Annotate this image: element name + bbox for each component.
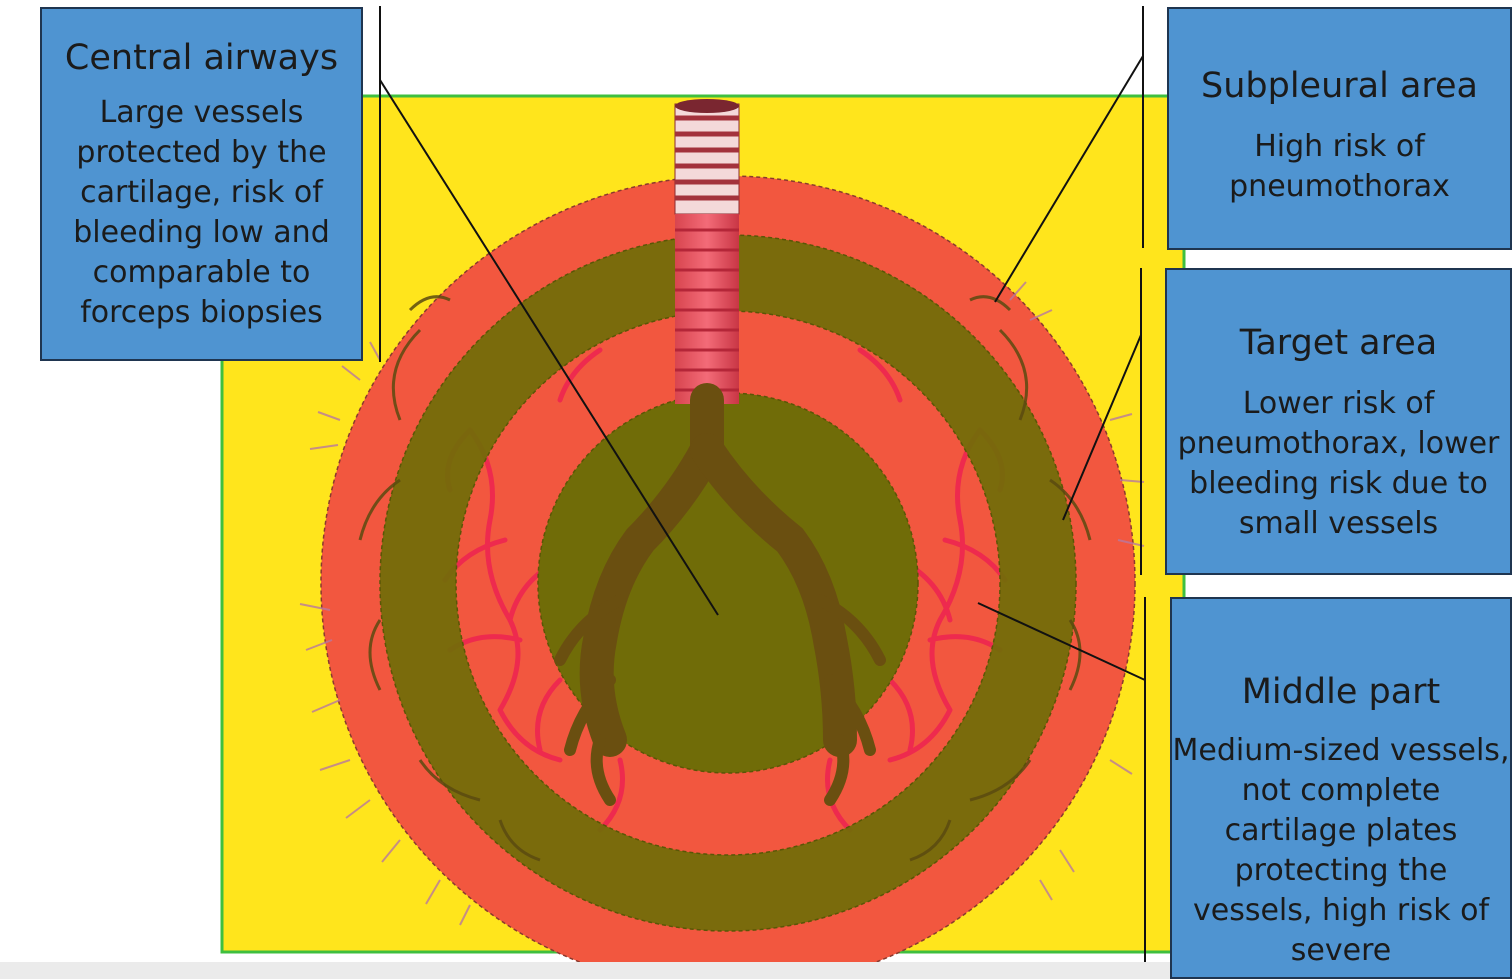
trachea-opening xyxy=(675,99,739,113)
target-area-description: Lower risk of pneumothorax, lower bleedi… xyxy=(1167,384,1510,544)
subpleural-area-label-box: Subpleural area High risk of pneumothora… xyxy=(1167,7,1512,250)
subpleural-area-description: High risk of pneumothorax xyxy=(1169,127,1510,207)
middle-part-title: Middle part xyxy=(1172,671,1510,713)
central-airways-title: Central airways xyxy=(42,37,361,79)
middle-part-description: Medium-sized vessels, not complete carti… xyxy=(1172,731,1510,971)
subpleural-area-title: Subpleural area xyxy=(1169,65,1510,107)
middle-part-label-box: Middle part Medium-sized vessels, not co… xyxy=(1170,597,1512,979)
central-airways-description: Large vessels protected by the cartilage… xyxy=(42,93,361,333)
target-area-title: Target area xyxy=(1167,322,1510,364)
central-airways-label-box: Central airways Large vessels protected … xyxy=(40,7,363,361)
target-area-label-box: Target area Lower risk of pneumothorax, … xyxy=(1165,268,1512,575)
